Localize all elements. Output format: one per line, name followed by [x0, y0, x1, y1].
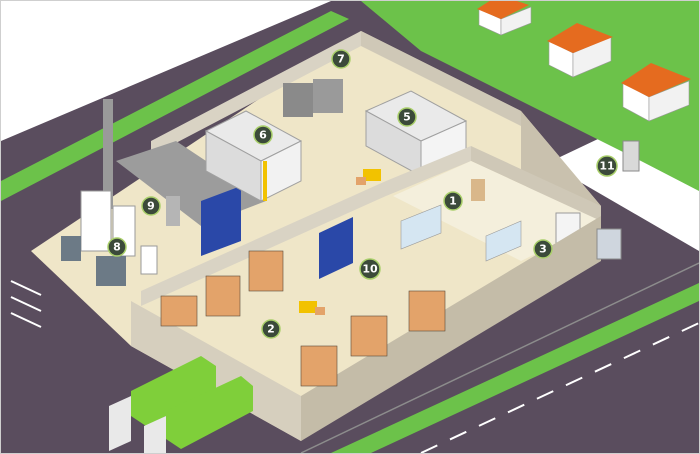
outdoor-cabinet-11	[622, 140, 640, 172]
outdoor-unit-chiller	[596, 228, 622, 260]
parking-lines	[10, 280, 42, 328]
svg-text:8: 8	[113, 241, 121, 254]
marker-2[interactable]: 2	[261, 319, 281, 339]
marker-6[interactable]: 6	[253, 125, 273, 145]
svg-text:9: 9	[147, 200, 155, 213]
grass-strip-back	[1, 11, 349, 201]
svg-text:11: 11	[599, 160, 614, 173]
wall-front-right	[301, 216, 601, 441]
truck-2	[144, 376, 253, 453]
svg-text:5: 5	[403, 111, 411, 124]
forklift-lower	[299, 301, 325, 315]
shelving-units	[160, 250, 446, 387]
house-2	[547, 23, 613, 78]
svg-text:3: 3	[539, 243, 547, 256]
emission-treatment-area	[61, 99, 158, 286]
wall-mid-right	[386, 146, 471, 196]
dock-door-10	[319, 217, 353, 279]
truck-1	[109, 356, 216, 451]
machine-7	[283, 79, 343, 117]
wall-mid-left	[141, 181, 386, 306]
wall-back-left	[151, 31, 361, 156]
svg-text:2: 2	[267, 323, 275, 336]
svg-text:6: 6	[259, 129, 267, 142]
marker-8[interactable]: 8	[107, 237, 127, 257]
marker-11[interactable]: 11	[596, 155, 618, 177]
grass-strip-front	[331, 283, 699, 453]
marker-7[interactable]: 7	[331, 49, 351, 69]
svg-text:1: 1	[449, 195, 457, 208]
wall-lab-divider	[471, 146, 601, 221]
house-3	[621, 63, 691, 122]
forklift-upper	[356, 169, 381, 185]
marker-3[interactable]: 3	[533, 239, 553, 259]
chimney	[103, 99, 113, 209]
house-1	[477, 1, 532, 36]
marker-1[interactable]: 1	[443, 191, 463, 211]
svg-text:10: 10	[362, 263, 378, 276]
perimeter-fence	[300, 262, 699, 453]
covered-area	[116, 141, 266, 256]
marker-5[interactable]: 5	[397, 107, 417, 127]
number-markers: 1 2 3 5 6 7 8 9	[107, 49, 618, 339]
houses	[477, 1, 691, 122]
marker-9[interactable]: 9	[141, 196, 161, 216]
office-lab-block	[393, 161, 601, 262]
svg-text:7: 7	[337, 53, 345, 66]
wall-back-right	[361, 31, 521, 126]
marker-10[interactable]: 10	[359, 258, 381, 280]
grass-field-top-right	[361, 1, 699, 191]
